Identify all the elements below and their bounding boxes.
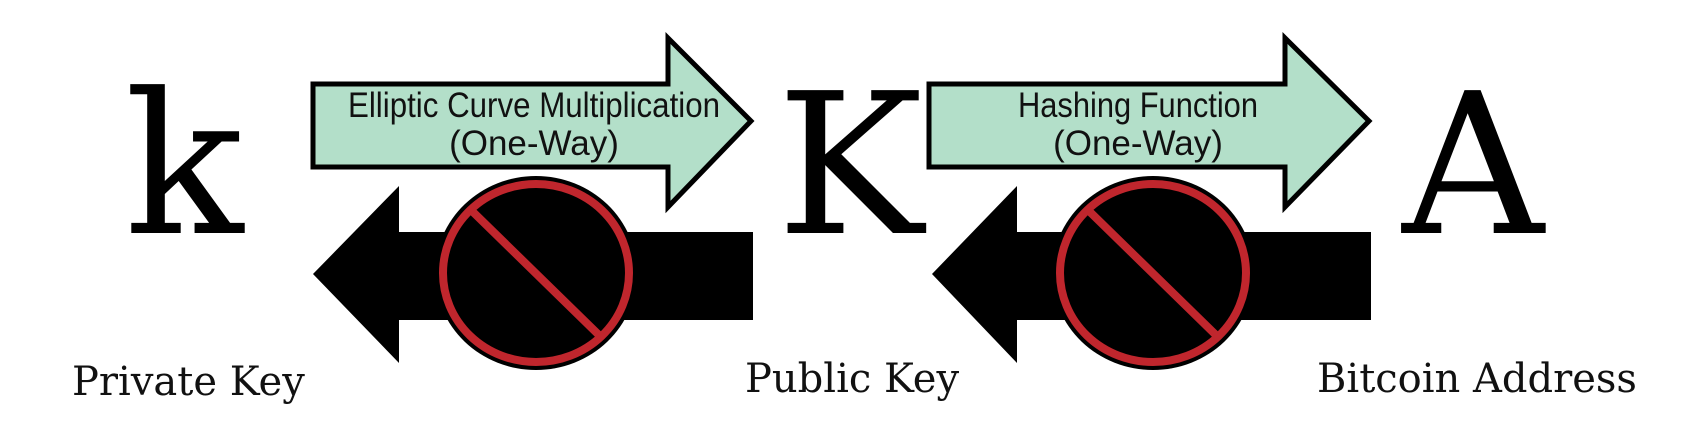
prohibited-icon [435,176,637,370]
transform-label-line1: Elliptic Curve Multiplication [348,86,720,125]
bitcoin-address-letter: A [1400,52,1546,280]
transform-label-line2: (One-Way) [1053,124,1223,163]
right-arrow-icon [926,32,1373,214]
public-key-letter: K [777,52,927,280]
bitcoin-address-label: Bitcoin Address [1317,356,1637,402]
public-key-label: Public Key [745,356,959,402]
prohibited-icon [1052,176,1254,370]
private-key-letter: k [125,52,246,280]
transform-label-line2: (One-Way) [449,124,619,163]
right-arrow-icon [310,31,755,214]
private-key-label: Private Key [72,359,305,405]
transform-label-line1: Hashing Function [1018,86,1258,125]
